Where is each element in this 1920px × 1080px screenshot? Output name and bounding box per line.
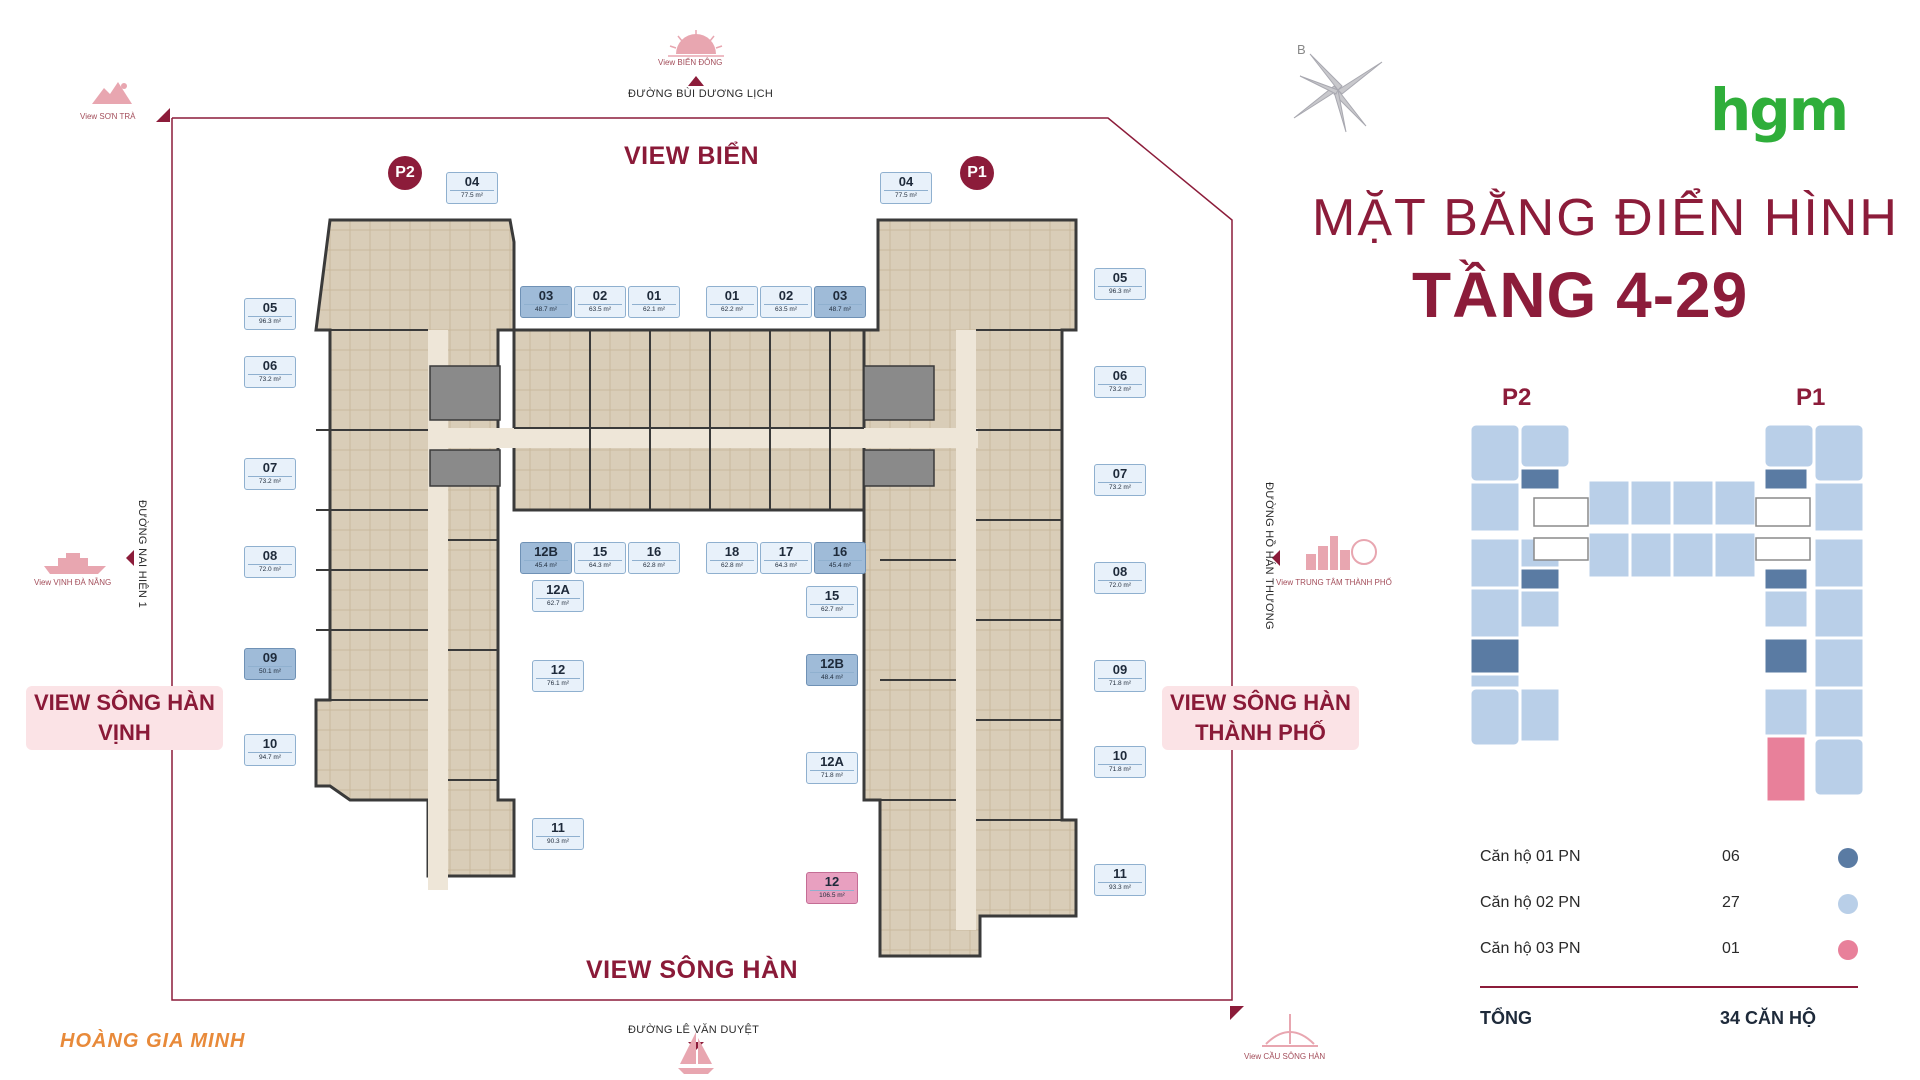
ship-icon [44,553,106,574]
view-label-top-left: View SƠN TRÀ [80,112,136,121]
title-line-1: MẶT BẰNG ĐIỂN HÌNH [1312,189,1899,247]
key-plan [1470,422,1866,804]
legend-count: 27 [1722,894,1740,911]
mountain-icon [92,82,132,104]
legend-swatch [1838,940,1858,960]
legend-count: 01 [1722,940,1740,957]
legend-count: 06 [1722,848,1740,865]
title-line-2: TẦNG 4-29 [1412,259,1749,331]
view-label-bottom-right: View CẦU SÔNG HÀN [1244,1052,1326,1061]
view-label-left: View VỊNH ĐÀ NẴNG [34,578,112,587]
sunrise-icon [668,30,724,57]
key-plan-label-p2: P2 [1502,384,1532,411]
legend-label: Căn hộ 01 PN [1480,848,1581,865]
road-bottom: ĐƯỜNG LÊ VĂN DUYỆT [628,1024,760,1036]
view-song-han-label: VIEW SÔNG HÀN [586,956,799,984]
legend-label: Căn hộ 03 PN [1480,940,1581,957]
sailboat-icon [678,1032,714,1074]
compass-north-label: B [1297,42,1306,57]
view-bien-label: VIEW BIỂN [624,142,760,170]
tower-badge-p1: P1 [960,156,994,190]
hgm-logo: hgm [1710,76,1849,144]
road-right: ĐƯỜNG HỒ HÁN THƯƠNG [1262,482,1275,630]
legend-divider [1480,986,1858,988]
city-icon [1306,536,1377,570]
floor-plan [314,218,1078,958]
view-label-top: View BIỂN ĐÔNG [658,58,723,67]
compass-icon [1293,53,1383,133]
road-top: ĐƯỜNG BÙI DƯƠNG LỊCH [628,88,774,100]
key-plan-label-p1: P1 [1796,384,1826,411]
tower-badge-p2: P2 [388,156,422,190]
brand-logo: HOÀNG GIA MINH [60,1030,246,1052]
legend-swatch [1838,894,1858,914]
view-song-han-thanh-pho-label: VIEW SÔNG HÀN THÀNH PHỐ [1162,686,1359,750]
legend-swatch [1838,848,1858,868]
view-label-right: View TRUNG TÂM THÀNH PHỐ [1276,578,1392,587]
legend-label: Căn hộ 02 PN [1480,894,1581,911]
total-value: 34 CĂN HỘ [1720,1008,1817,1028]
total-label: TỔNG [1480,1008,1532,1028]
bridge-icon [1262,1014,1318,1047]
view-song-han-vinh-label: VIEW SÔNG HÀN VỊNH [26,686,223,750]
